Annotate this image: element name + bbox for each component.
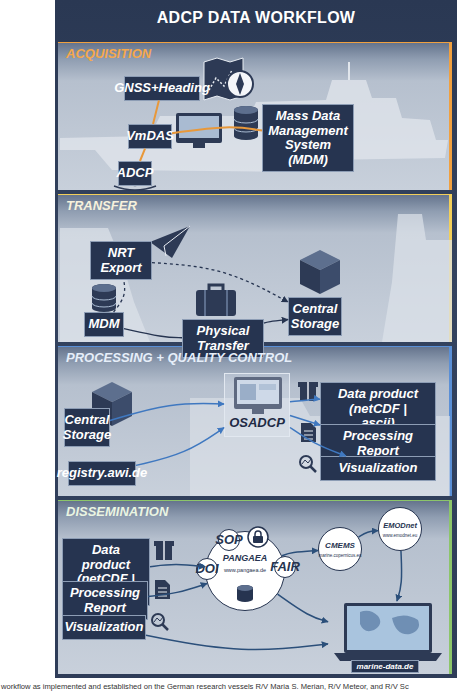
node-label: ADCP	[109, 163, 162, 184]
node-label: PANGAEA	[215, 551, 275, 567]
node-label: DOI	[187, 559, 226, 579]
connector	[290, 416, 320, 426]
node-label: CMEMS	[317, 539, 363, 554]
node-label: Central Storage	[283, 299, 347, 334]
node-url: www.pangaea.de	[224, 567, 266, 573]
connector	[114, 280, 125, 312]
diagram-title: ADCP DATA WORKFLOW	[55, 9, 457, 27]
badge-circle: FAIR	[274, 556, 296, 578]
connector	[290, 399, 320, 402]
connector	[110, 404, 224, 421]
process-box: NRT Export	[90, 241, 152, 280]
node-label: Visualization	[331, 458, 426, 479]
connector	[136, 428, 224, 466]
node-label: marine-data.de	[351, 660, 420, 673]
connector	[152, 263, 288, 302]
storage-box: Mass Data Management System (MDM)	[262, 104, 354, 172]
connector	[278, 594, 328, 622]
repository-circle: PANGAEAwww.pangaea.deSOPDOIFAIR	[205, 531, 285, 611]
connector	[150, 565, 205, 567]
section-band: PROCESSING + QUALITY CONTROL Central Stor…	[58, 346, 452, 496]
storage-box: MDM	[84, 312, 124, 337]
node-label: OSADCP	[221, 412, 293, 433]
connector	[124, 329, 182, 338]
node-label: MDM	[80, 314, 127, 335]
connector	[172, 127, 262, 133]
connector	[282, 550, 318, 555]
node-url: marine.copernicus.eu	[318, 554, 361, 559]
section-heading: PROCESSING + QUALITY CONTROL	[58, 347, 300, 368]
section-heading: TRANSFER	[58, 195, 145, 216]
connector	[264, 319, 288, 323]
node-label: Mass Data Management System (MDM)	[260, 106, 355, 170]
storage-box: Central Storage	[288, 297, 342, 336]
node-url: www.emodnet.eu	[383, 534, 418, 539]
node-label: NRT Export	[92, 243, 149, 278]
software-panel: OSADCP	[224, 373, 290, 437]
section-heading: DISSEMINATION	[58, 501, 176, 522]
badge-circle: DOI	[196, 558, 218, 580]
node-label: registry.awi.de	[49, 463, 156, 484]
node-label: SOP	[207, 530, 250, 550]
connector	[290, 428, 346, 456]
figure-caption: workflow as implemented and established …	[1, 682, 409, 691]
storage-box: Central Storage	[64, 408, 110, 447]
process-box: VmDAS	[128, 124, 172, 149]
node-label: Visualization	[57, 617, 152, 638]
section-band: DISSEMINATIONData product (netCDF | asci…	[58, 500, 452, 674]
process-box: GNSS+Heading	[124, 76, 200, 101]
registry-box: registry.awi.de	[68, 461, 136, 486]
section-band: ACQUISITION GNSS+HeadingVmDAS Mass Data Ma…	[58, 42, 452, 190]
node-label: GNSS+Heading	[106, 78, 218, 99]
node-label: Processing Report	[62, 583, 148, 618]
node-label: VmDAS	[118, 126, 182, 147]
section-heading: ACQUISITION	[58, 43, 159, 64]
node-label: FAIR	[262, 557, 308, 577]
output-box: Visualization	[62, 615, 146, 640]
connector	[146, 635, 328, 649]
portal-laptop: marine-data.de	[328, 601, 442, 673]
connector	[397, 551, 402, 601]
service-circle: CMEMSmarine.copernicus.eu	[318, 527, 362, 571]
service-circle: EMODnetwww.emodnet.eu	[378, 507, 422, 551]
instrument-box: ADCP	[118, 161, 152, 186]
node-label: EMODnet	[375, 519, 425, 533]
connector	[140, 149, 145, 161]
node-label: Central Storage	[55, 410, 119, 445]
section-band: TRANSFERNRT ExportMDMPhysical TransferCe…	[58, 194, 452, 342]
badge-circle: SOP	[218, 529, 240, 551]
connector	[153, 101, 159, 124]
connector	[359, 531, 379, 538]
output-box: Visualization	[320, 456, 436, 481]
connector	[148, 584, 207, 597]
